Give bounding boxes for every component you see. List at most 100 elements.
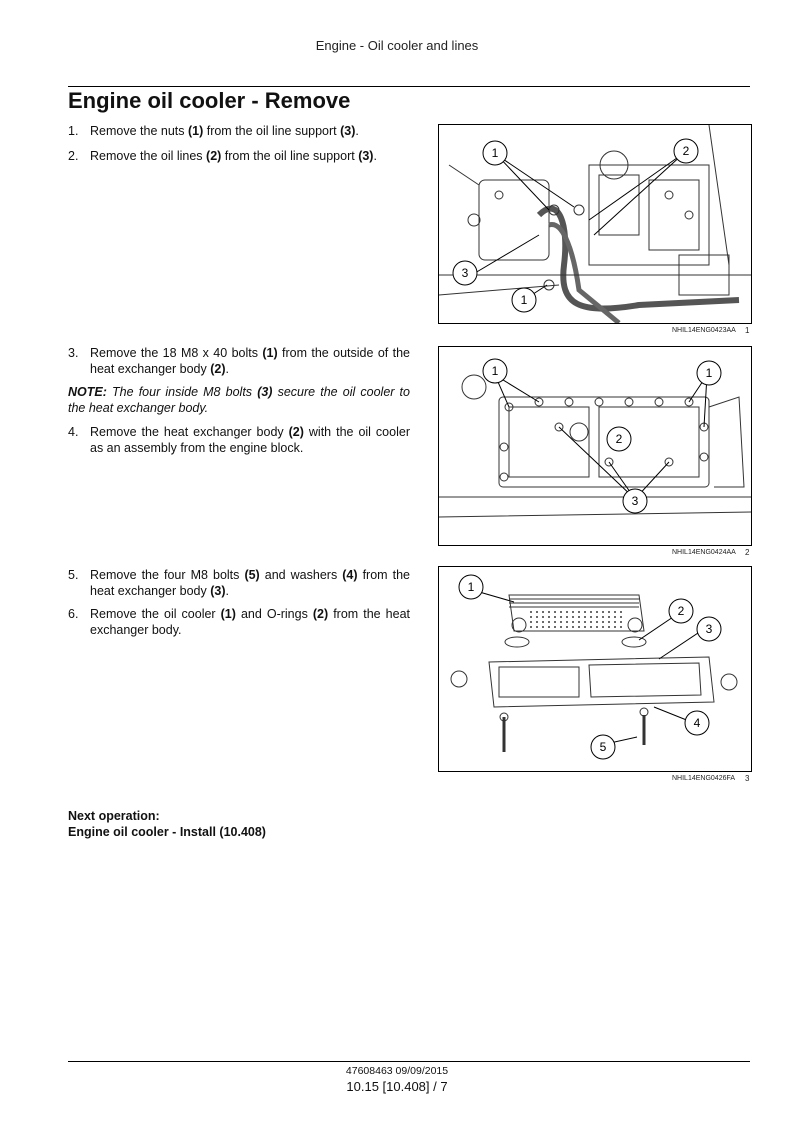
bolt	[604, 457, 614, 467]
doc-number: 47608463 09/09/2015	[345, 1065, 449, 1077]
figure-1: 1 2 3 1	[438, 124, 752, 324]
step-text: Remove the heat exchanger body (2) with …	[90, 424, 410, 456]
callout-leader	[558, 426, 636, 500]
step-number: 2.	[68, 149, 79, 163]
next-operation-link[interactable]: Engine oil cooler - Install (10.408)	[68, 825, 266, 839]
oil-cooler-exploded-illustration: 1 2 3 4 5	[450, 574, 738, 760]
component	[598, 406, 700, 478]
bolt	[504, 402, 514, 412]
text: .	[373, 149, 377, 163]
fin-dot	[554, 611, 556, 613]
ref: (2)	[206, 149, 222, 163]
heat-exchanger-illustration: 1 1 2 3	[439, 358, 751, 518]
bolt	[664, 190, 674, 200]
component	[598, 174, 640, 236]
step-text: Remove the nuts (1) from the oil line su…	[90, 123, 410, 139]
fin-dot	[536, 621, 538, 623]
next-operation: Next operation: Engine oil cooler - Inst…	[68, 808, 266, 840]
figure-3: 1 2 3 4 5	[438, 566, 752, 772]
component	[678, 254, 730, 296]
fin-dot	[620, 626, 622, 628]
ref: (3)	[340, 124, 356, 138]
fin-dot	[542, 621, 544, 623]
fin-dot	[548, 626, 550, 628]
fin-dot	[548, 611, 550, 613]
fin-dot	[530, 626, 532, 628]
component	[439, 496, 751, 518]
fin-dot	[560, 611, 562, 613]
figure-code: NHIL14ENG0424AA	[672, 549, 736, 556]
note: NOTE: The four inside M8 bolts (3) secur…	[68, 384, 410, 416]
fin-dot	[548, 616, 550, 618]
callout-leader	[496, 154, 550, 211]
ref: (2)	[210, 362, 226, 376]
component	[461, 374, 487, 400]
fin-dot	[614, 616, 616, 618]
text: Remove the heat exchanger body	[90, 425, 289, 439]
callout-label: 1	[492, 146, 499, 160]
bolt	[467, 213, 481, 227]
callout-label: 3	[632, 494, 639, 508]
ref: (1)	[220, 607, 236, 621]
callout-circle	[511, 287, 537, 313]
fin-dot	[548, 621, 550, 623]
fin-dot	[554, 626, 556, 628]
callout-label: 3	[706, 622, 713, 636]
fin-dot	[590, 626, 592, 628]
component	[509, 598, 639, 608]
callout-circle	[452, 260, 478, 286]
callout-circle	[606, 426, 632, 452]
component	[599, 150, 629, 180]
fin-dot	[608, 611, 610, 613]
fin-dot	[530, 621, 532, 623]
component	[588, 164, 710, 266]
callout-label: 1	[521, 293, 528, 307]
header-rule	[68, 86, 750, 87]
fin-dot	[542, 616, 544, 618]
fin-dot	[542, 626, 544, 628]
fin-dot	[584, 626, 586, 628]
callout-circle	[696, 616, 722, 642]
fin-dot	[602, 626, 604, 628]
fin-dot	[560, 621, 562, 623]
text: .	[225, 584, 229, 598]
callout-label: 2	[683, 144, 690, 158]
footer-rule	[68, 1061, 750, 1062]
callout-circle	[458, 574, 484, 600]
callout-label: 3	[462, 266, 469, 280]
text: and O-rings	[235, 607, 313, 621]
fin-dot	[584, 621, 586, 623]
callout-leader	[653, 706, 690, 722]
callout-label: 2	[616, 432, 623, 446]
ref: (4)	[342, 568, 358, 582]
fin-dot	[608, 616, 610, 618]
component	[508, 594, 645, 632]
fin-dot	[560, 626, 562, 628]
fin-dot	[584, 611, 586, 613]
ref: (2)	[312, 607, 329, 621]
callout-label: 5	[600, 740, 607, 754]
callout-leader	[593, 152, 685, 236]
text: from the oil line support	[203, 124, 341, 138]
callout-label: 1	[468, 580, 475, 594]
fin-dot	[578, 626, 580, 628]
text: from the oil line support	[221, 149, 359, 163]
text: with the oil cooler as an assembly from …	[90, 425, 410, 455]
fin-dot	[566, 626, 568, 628]
fin-dot	[614, 621, 616, 623]
step-text: Remove the 18 M8 x 40 bolts (1) from the…	[90, 345, 410, 377]
fin-dot	[578, 616, 580, 618]
step-number: 4.	[68, 425, 79, 439]
text: .	[225, 362, 229, 376]
bolt	[494, 190, 504, 200]
fin-dot	[572, 611, 574, 613]
fin-dot	[530, 611, 532, 613]
ref: (5)	[244, 568, 260, 582]
text: The four inside M8 bolts	[106, 385, 258, 399]
component	[720, 673, 738, 691]
fin-dot	[566, 621, 568, 623]
fin-dot	[608, 621, 610, 623]
fin-dot	[572, 621, 574, 623]
component	[450, 670, 468, 688]
next-operation-label: Next operation:	[68, 809, 160, 823]
